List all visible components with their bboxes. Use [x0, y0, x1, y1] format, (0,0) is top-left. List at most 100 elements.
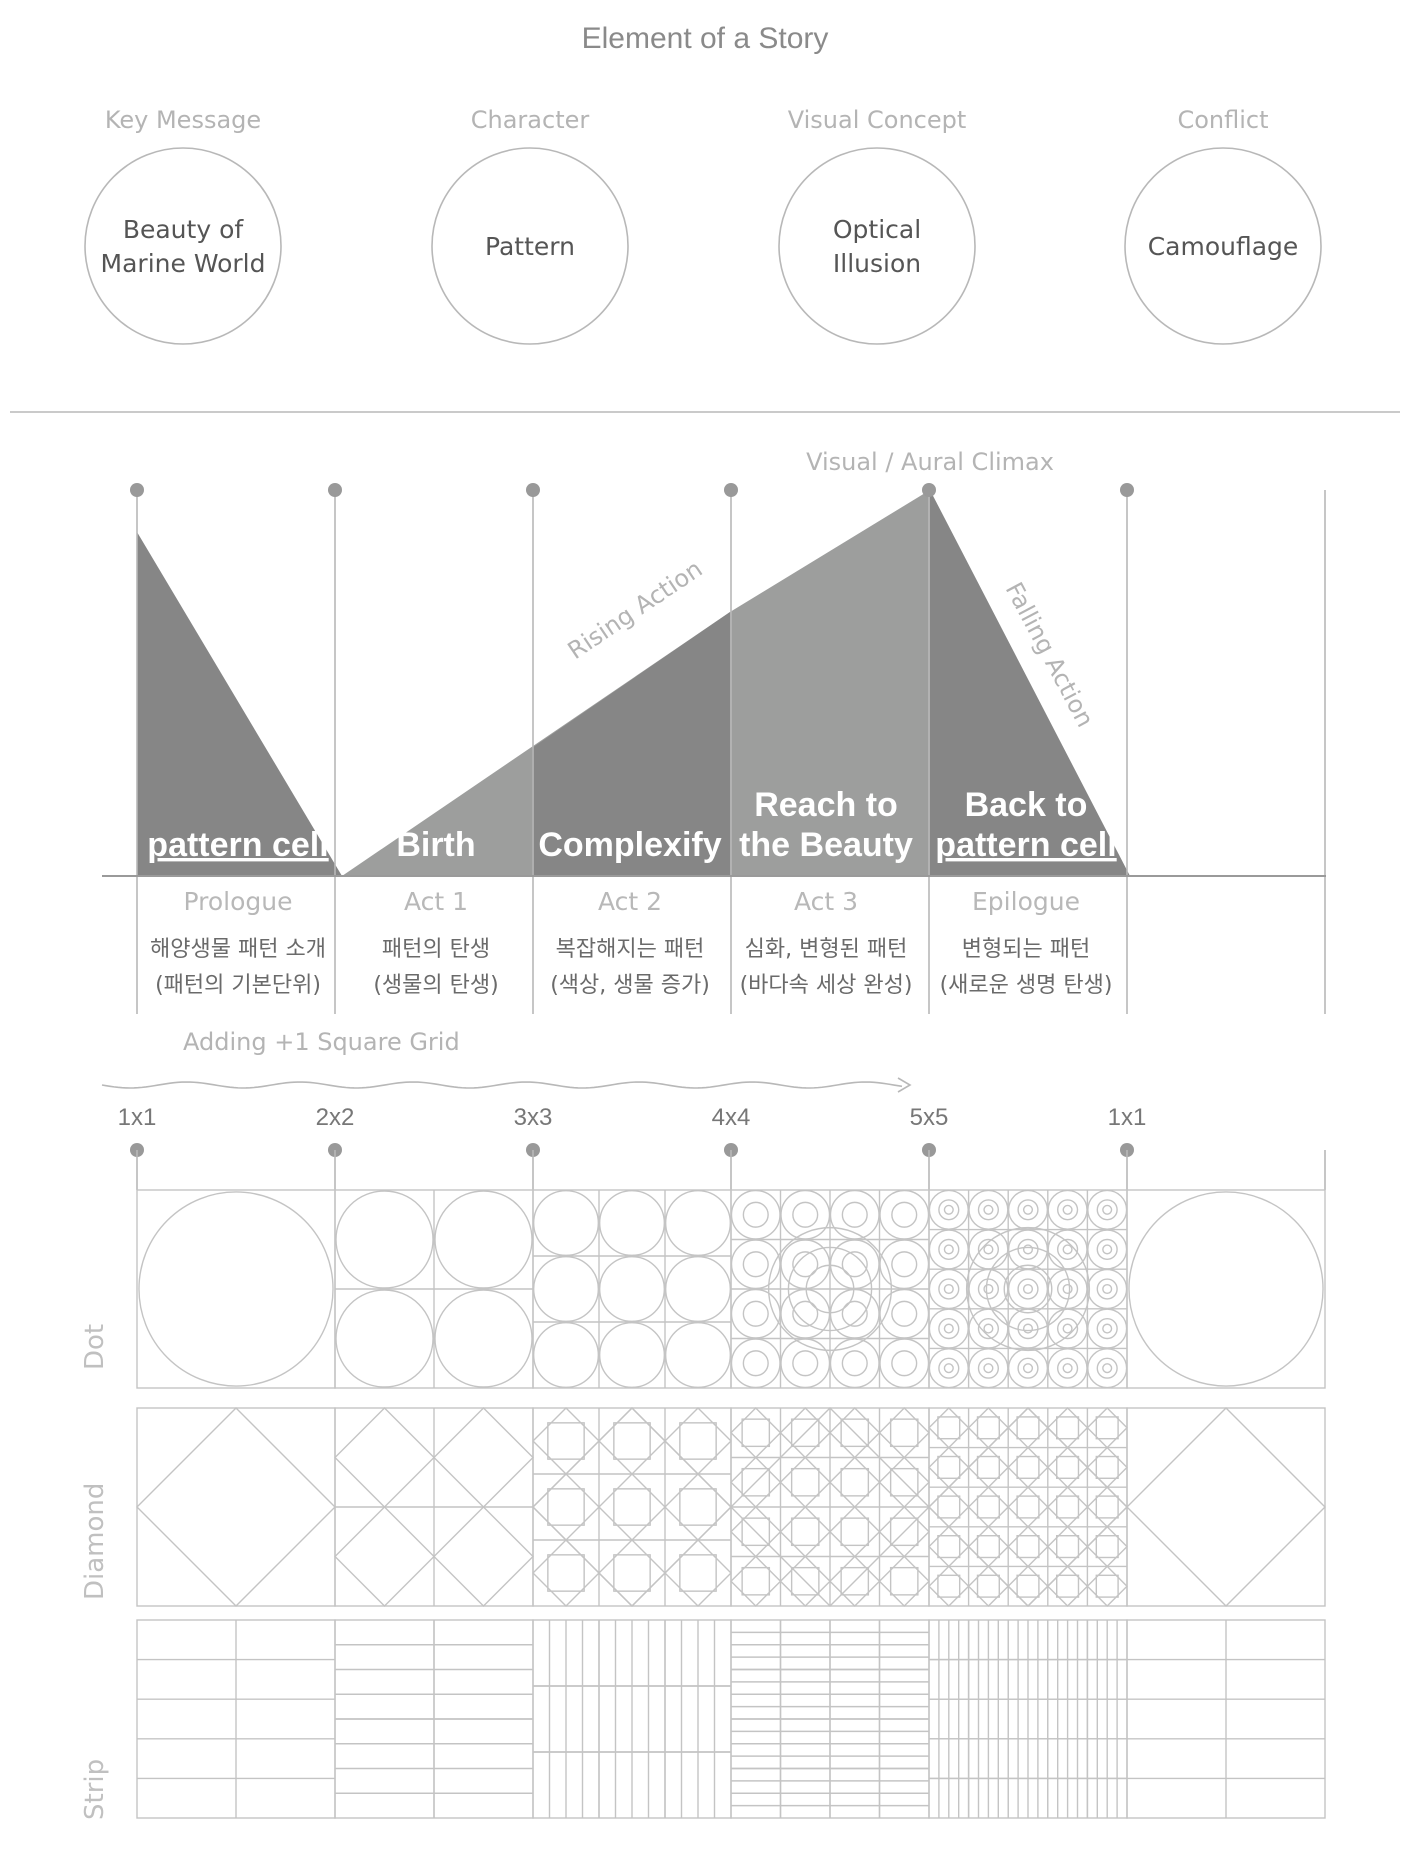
act-name: Prologue: [184, 887, 293, 916]
dot-circle: [598, 1189, 666, 1257]
diamond-shape: [334, 1407, 435, 1508]
dot-circle: [598, 1321, 666, 1389]
dot-circle: [780, 1239, 831, 1290]
dot-circle: [1056, 1317, 1079, 1340]
row-label: Strip: [80, 1759, 110, 1820]
diamond-shape: [967, 1446, 1010, 1489]
grid-step-label: 3x3: [514, 1104, 553, 1131]
act-name: Act 2: [598, 887, 662, 916]
dot-circle: [1062, 1363, 1073, 1374]
diamond-shape: [829, 1555, 881, 1607]
reach-shape: [730, 490, 930, 876]
diamond-square: [889, 1566, 919, 1596]
diamond-shape: [928, 1525, 970, 1568]
dot-circle: [968, 1348, 1009, 1389]
dot-circle: [1007, 1189, 1049, 1230]
dot-rosette: [985, 1246, 1071, 1332]
dot-circle: [532, 1189, 600, 1257]
diamond-outer: [730, 1407, 930, 1607]
dot-circle: [1007, 1308, 1049, 1349]
grid-step-label: 4x4: [712, 1104, 751, 1131]
dot-circle: [1096, 1238, 1118, 1260]
dot-circle: [938, 1317, 960, 1340]
dot-circle: [1047, 1348, 1088, 1389]
dot-circle: [1017, 1238, 1039, 1260]
diamond-shape: [598, 1539, 666, 1607]
diamond-square: [1016, 1416, 1040, 1440]
dot-circle: [928, 1229, 969, 1270]
diamond-shape: [1007, 1565, 1049, 1607]
act-heading: pattern cell: [935, 826, 1116, 864]
dot-circle: [943, 1323, 954, 1334]
complexify-shape: [532, 612, 730, 876]
diamond-square: [1056, 1574, 1080, 1598]
diamond-square: [889, 1418, 919, 1448]
dot-circle: [938, 1199, 960, 1221]
diamond-square: [937, 1495, 961, 1519]
dot-circle: [1017, 1278, 1039, 1300]
dot-rosette: [965, 1226, 1091, 1352]
dot-circle: [792, 1350, 819, 1377]
dot-circle: [1022, 1363, 1034, 1374]
diamond-square: [976, 1574, 1000, 1598]
dot-circle: [1007, 1268, 1049, 1310]
element-text: Camouflage: [1148, 232, 1299, 261]
diamond-shape: [664, 1473, 732, 1541]
dot-rosette: [1003, 1264, 1053, 1314]
row-label: Dot: [80, 1324, 110, 1370]
diamond-square: [679, 1422, 717, 1460]
diamond-square: [741, 1467, 771, 1497]
diamond-square: [741, 1566, 771, 1596]
dot-circle: [1087, 1268, 1128, 1310]
diamond-shape: [967, 1525, 1010, 1568]
timeline-dot: [130, 483, 144, 497]
diamond-shape: [1046, 1525, 1089, 1568]
dot-circle: [1062, 1244, 1073, 1255]
dot-circle: [943, 1283, 954, 1295]
dot-circle: [841, 1251, 868, 1278]
climax-label: Visual / Aural Climax: [806, 448, 1054, 476]
dot-circle: [928, 1348, 969, 1389]
dot-circle: [730, 1288, 781, 1339]
grid-caption: Adding +1 Square Grid: [183, 1028, 460, 1056]
diamond-shape: [779, 1506, 831, 1558]
dot-circle: [1017, 1317, 1039, 1340]
dot-circle: [730, 1338, 781, 1389]
dot-circle: [1047, 1308, 1088, 1349]
dot-circle: [792, 1251, 819, 1278]
dot-circle: [938, 1238, 960, 1260]
diamond-shape: [967, 1565, 1010, 1607]
dot-circle: [968, 1189, 1009, 1230]
back-shape: [930, 490, 1130, 876]
dot-circle: [1047, 1268, 1088, 1310]
diamond-shape: [1126, 1407, 1326, 1607]
diamond-shape: [928, 1565, 970, 1607]
diamond-square: [840, 1517, 870, 1547]
diamond-shape: [1007, 1525, 1049, 1568]
diamond-shape: [1007, 1407, 1049, 1449]
dot-circle: [335, 1289, 434, 1388]
act-description: (패턴의 기본단위): [155, 973, 321, 998]
progress-wave-arrow: [101, 1081, 903, 1089]
diamond-square: [613, 1554, 651, 1592]
dot-circle: [1062, 1323, 1073, 1334]
diamond-square: [613, 1422, 651, 1460]
dot-circle: [742, 1251, 769, 1278]
element-caption: Key Message: [105, 106, 261, 134]
act-description: 심화, 변형된 패턴: [745, 937, 908, 962]
dot-circle: [938, 1357, 960, 1379]
diamond-shape: [730, 1555, 782, 1607]
diamond-shape: [532, 1473, 600, 1541]
element-text: Optical: [833, 215, 921, 244]
diamond-shape: [433, 1407, 534, 1508]
diamond-shape: [829, 1456, 881, 1508]
story-arc: [137, 490, 1130, 876]
dot-circle: [1017, 1357, 1039, 1379]
dot-circle: [1096, 1357, 1118, 1379]
dot-circle: [983, 1244, 994, 1255]
dot-circle: [977, 1278, 999, 1300]
diamond-shape: [1007, 1446, 1049, 1489]
diamond-shape: [598, 1407, 666, 1475]
dot-circle: [928, 1268, 969, 1310]
dot-circle: [792, 1201, 819, 1228]
